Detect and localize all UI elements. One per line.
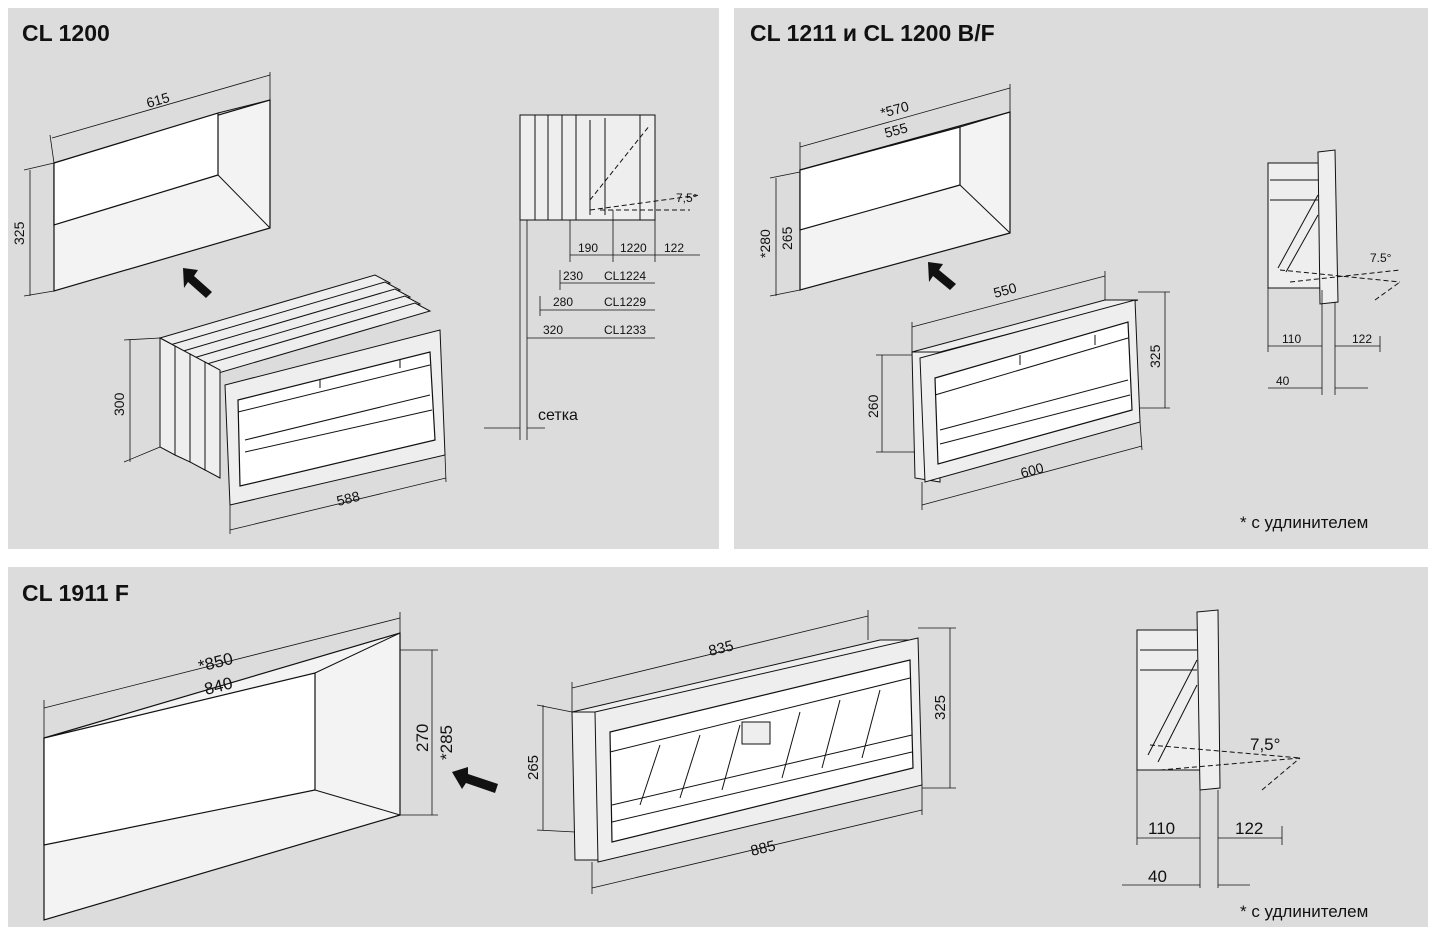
p3-niche-width-ext-label: *850 bbox=[196, 649, 235, 676]
p1-angle-label: 7,5° bbox=[676, 191, 698, 205]
p2-angle-label: 7.5° bbox=[1370, 251, 1392, 265]
extension-note-p3: * с удлинителем bbox=[1240, 902, 1369, 921]
p3-side-view: 7,5° 110 122 40 bbox=[1122, 609, 1301, 888]
p3-niche-height-ext-label: *285 bbox=[437, 725, 456, 760]
p3-122-label: 122 bbox=[1235, 819, 1263, 838]
p2-40-label: 40 bbox=[1276, 374, 1290, 388]
p3-arrow bbox=[452, 767, 498, 793]
p2-device-top-width-label: 550 bbox=[992, 279, 1019, 301]
p2-niche-dims: *570 555 *280 265 bbox=[757, 84, 1011, 297]
p2-device bbox=[911, 299, 1141, 483]
p2-arrow bbox=[928, 262, 956, 290]
p1-cl1233-label: CL1233 bbox=[604, 323, 646, 337]
p2-niche-width-ext-label: *570 bbox=[879, 98, 911, 121]
panel-title-cl1911: CL 1911 F bbox=[22, 580, 129, 606]
p1-122-label: 122 bbox=[664, 241, 684, 255]
p3-angle-label: 7,5° bbox=[1250, 735, 1280, 754]
p1-device bbox=[158, 274, 446, 506]
p1-niche-dims: 615 325 bbox=[11, 72, 271, 297]
p2-110-label: 110 bbox=[1282, 332, 1301, 346]
p1-side-view: 7,5° 190 1220 122 230 CL1224 280 CL1229 … bbox=[484, 114, 701, 440]
p1-niche bbox=[53, 99, 271, 292]
p3-device-dims: 835 265 325 885 bbox=[525, 610, 956, 894]
p1-320-label: 320 bbox=[543, 323, 563, 337]
p3-niche-height-label: 270 bbox=[413, 724, 432, 752]
p2-niche-width-label: 555 bbox=[883, 119, 910, 141]
p2-device-height-left-label: 260 bbox=[865, 394, 881, 418]
p3-device-height-right-label: 325 bbox=[932, 695, 949, 720]
p2-niche-height-label: 265 bbox=[779, 226, 795, 250]
p1-arrow bbox=[183, 268, 212, 298]
p2-device-bottom-width-label: 600 bbox=[1019, 459, 1046, 481]
p3-device bbox=[571, 637, 923, 863]
p1-280-label: 280 bbox=[553, 295, 573, 309]
p2-side-view: 7.5° 110 122 40 bbox=[1267, 149, 1401, 395]
p1-device-width-label: 588 bbox=[335, 488, 362, 509]
panel-title-cl1200: CL 1200 bbox=[22, 20, 110, 46]
panel-title-cl1211: CL 1211 и CL 1200 B/F bbox=[750, 20, 995, 46]
p2-niche-height-ext-label: *280 bbox=[757, 229, 773, 258]
p1-230-label: 230 bbox=[563, 269, 583, 283]
p3-device-height-left-label: 265 bbox=[525, 755, 542, 780]
p3-40-label: 40 bbox=[1148, 867, 1167, 886]
p1-1220-label: 1220 bbox=[620, 241, 647, 255]
p2-122-label: 122 bbox=[1352, 332, 1372, 346]
p1-niche-height-label: 325 bbox=[11, 221, 27, 245]
p3-niche bbox=[43, 632, 401, 921]
p1-grid-label: сетка bbox=[538, 407, 578, 424]
p1-device-height-label: 300 bbox=[111, 392, 127, 416]
p1-niche-width-label: 615 bbox=[144, 89, 171, 111]
p2-niche bbox=[799, 111, 1011, 291]
p3-device-bottom-width-label: 885 bbox=[749, 837, 777, 860]
p3-110-label: 110 bbox=[1148, 819, 1175, 838]
p1-190-label: 190 bbox=[578, 241, 598, 255]
p1-device-dims: 300 588 bbox=[111, 337, 447, 534]
p2-device-height-right-label: 325 bbox=[1147, 344, 1163, 368]
p2-device-dims: 550 260 325 600 bbox=[865, 271, 1170, 510]
p3-device-top-width-label: 835 bbox=[707, 637, 735, 660]
p1-cl1229-label: CL1229 bbox=[604, 295, 646, 309]
extension-note-p2: * с удлинителем bbox=[1240, 513, 1369, 532]
p1-cl1224-label: CL1224 bbox=[604, 269, 646, 283]
